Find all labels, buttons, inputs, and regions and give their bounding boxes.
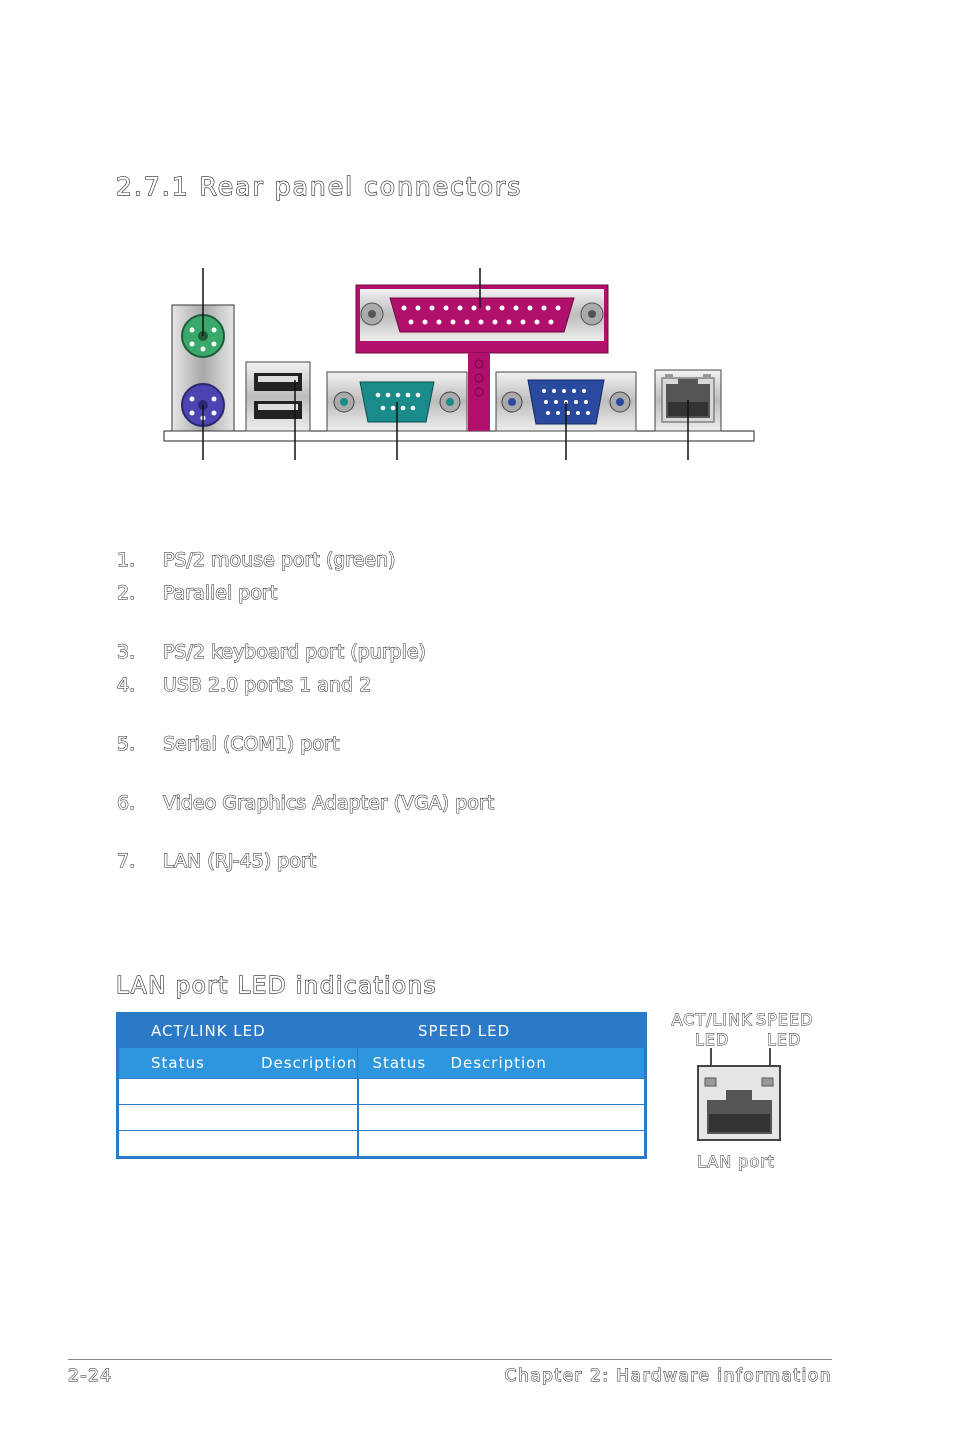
chapter-title: Chapter 2: Hardware information xyxy=(504,1366,832,1387)
led-section-title: LAN port LED indications xyxy=(115,972,438,999)
table-row xyxy=(116,1104,646,1131)
list-item: 3.PS/2 keyboard port (purple) xyxy=(117,641,427,664)
speed-led xyxy=(761,1077,774,1087)
list-item: 2.Parallel port xyxy=(117,582,278,605)
rear-panel-diagram xyxy=(163,268,755,460)
col-desc-1: Description xyxy=(261,1047,359,1079)
speed-header: SPEED LED xyxy=(357,1013,646,1048)
col-status-2: Status xyxy=(357,1047,451,1079)
lan-port-figure xyxy=(697,1048,781,1141)
lan-port-caption: LAN port xyxy=(697,1152,776,1172)
act-link-led xyxy=(704,1077,717,1087)
table-row xyxy=(116,1130,646,1158)
led-table: ACT/LINK LED SPEED LED Status Descriptio… xyxy=(116,1012,647,1159)
table-row xyxy=(116,1078,646,1105)
section-title: 2.7.1 Rear panel connectors xyxy=(115,171,523,201)
list-item: 4.USB 2.0 ports 1 and 2 xyxy=(117,674,372,697)
usb-ports xyxy=(245,361,311,432)
list-item: 7.LAN (RJ-45) port xyxy=(117,850,317,873)
list-item: 5.Serial (COM1) port xyxy=(117,733,340,756)
list-item: 6.Video Graphics Adapter (VGA) port xyxy=(117,792,495,815)
act-link-header: ACT/LINK LED xyxy=(116,1013,358,1048)
col-status-1: Status xyxy=(117,1047,261,1079)
callout-lines xyxy=(202,268,689,460)
act-link-led-label: ACT/LINK LED xyxy=(671,1010,753,1050)
speed-led-label: SPEED LED xyxy=(756,1010,814,1050)
footer-rule xyxy=(68,1359,832,1360)
col-desc-2: Description xyxy=(450,1047,647,1079)
list-item: 1.PS/2 mouse port (green) xyxy=(117,549,397,572)
page-number: 2-24 xyxy=(68,1366,113,1387)
parallel-port xyxy=(355,284,609,431)
